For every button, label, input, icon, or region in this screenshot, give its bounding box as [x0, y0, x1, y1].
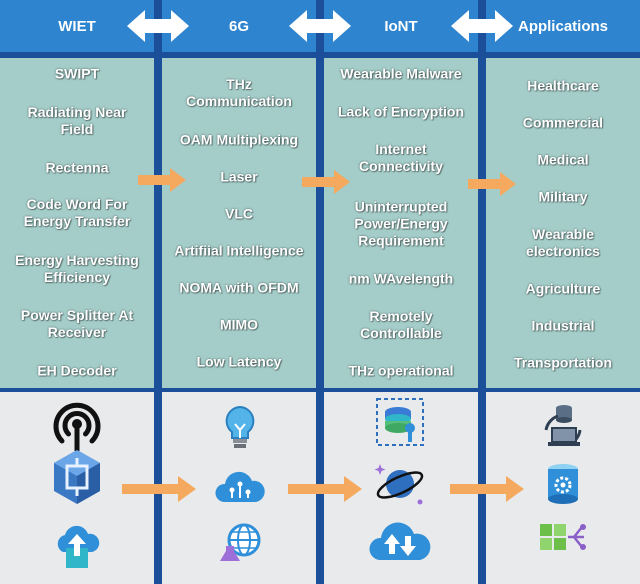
list-item: Healthcare [527, 77, 599, 94]
planet-orbit-icon [374, 458, 426, 508]
double-arrow-icon [127, 10, 189, 42]
list-item: Transportation [513, 354, 612, 371]
flow-arrow-icon [302, 170, 350, 194]
column-icons-applications [486, 392, 640, 584]
cloud-transfer-icon [368, 520, 432, 564]
column-list-6g: THz Communication OAM Multiplexing Laser… [162, 58, 316, 388]
blocks-branch-icon [538, 520, 588, 556]
flow-arrow-icon [288, 476, 362, 502]
list-item: Radiating Near Field [27, 104, 127, 137]
flow-arrow-icon [138, 168, 186, 192]
database-key-icon [376, 398, 424, 446]
broadcast-antenna-icon [49, 398, 105, 452]
computer-sync-icon [540, 400, 586, 450]
double-arrow-icon [451, 10, 513, 42]
column-list-applications: Healthcare Commercial Medical Military W… [486, 58, 640, 388]
column-icons-iont [324, 392, 478, 584]
flow-arrow-icon [450, 476, 524, 502]
cloud-circuit-icon [214, 468, 266, 508]
database-gear-icon [545, 462, 581, 506]
flow-arrow-icon [122, 476, 196, 502]
column-wiet: WIET SWIPT Radiating Near Field Rectenna… [0, 0, 154, 584]
list-item: Industrial [531, 317, 595, 334]
list-item: Uninterrupted Power/Energy Requirement [354, 198, 448, 249]
column-applications: Applications Healthcare Commercial Medic… [486, 0, 640, 584]
globe-flask-icon [220, 522, 262, 564]
list-item: Power Splitter At Receiver [20, 307, 134, 340]
double-arrow-icon [289, 10, 351, 42]
list-item: Energy Harvesting Efficiency [15, 252, 139, 285]
list-item: Wearable electronics [526, 226, 600, 259]
list-item: SWIPT [54, 65, 100, 82]
list-item: Code Word For Energy Transfer [23, 196, 131, 229]
list-item: Wearable Malware [340, 65, 462, 82]
list-item: Artifiial Intelligence [174, 242, 304, 259]
list-item: OAM Multiplexing [179, 131, 299, 148]
column-list-iont: Wearable Malware Lack of Encryption Inte… [324, 58, 478, 388]
hexagon-cube-icon [51, 448, 103, 506]
list-item: Agriculture [525, 280, 601, 297]
list-item: THz Communication [186, 76, 292, 109]
list-item: THz operational [348, 362, 454, 379]
list-item: MIMO [219, 316, 259, 333]
list-item: EH Decoder [37, 362, 117, 379]
column-list-wiet: SWIPT Radiating Near Field Rectenna Code… [0, 58, 154, 388]
list-item: Low Latency [196, 353, 282, 370]
list-item: nm WAvelength [348, 270, 454, 287]
list-item: Lack of Encryption [337, 103, 465, 120]
list-item: NOMA with OFDM [179, 279, 299, 296]
list-item: Remotely Controllable [360, 308, 442, 341]
cloud-upload-icon [53, 522, 101, 572]
list-item: Rectenna [45, 159, 109, 176]
list-item: Military [538, 188, 588, 205]
list-item: Laser [220, 168, 258, 185]
lightbulb-icon [222, 404, 258, 450]
list-item: Internet Connectivity [358, 141, 443, 174]
flow-arrow-icon [468, 172, 516, 196]
list-item: Medical [537, 151, 589, 168]
list-item: Commercial [522, 114, 604, 131]
column-iont: IoNT Wearable Malware Lack of Encryption… [324, 0, 478, 584]
list-item: VLC [225, 205, 253, 222]
